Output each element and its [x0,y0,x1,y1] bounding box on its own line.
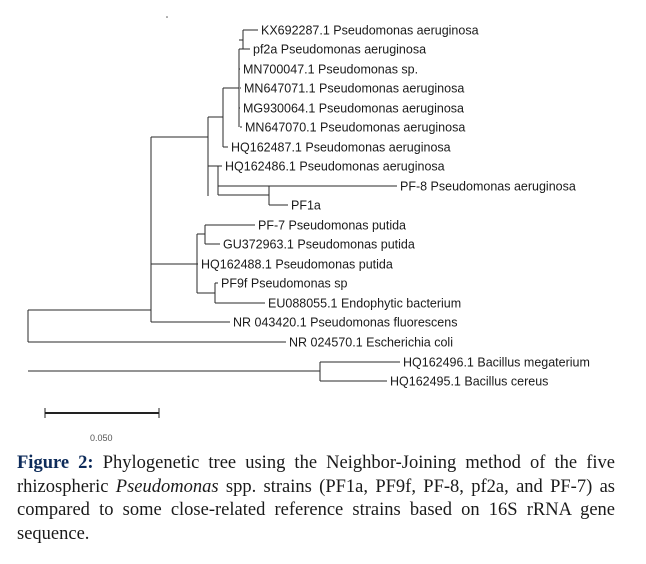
caption-label: Figure 2: [17,453,94,473]
tree-leaf-label: MN647071.1 Pseudomonas aeruginosa [244,82,464,96]
stray-dot [166,16,168,18]
tree-leaf-label: PF-8 Pseudomonas aeruginosa [400,180,576,194]
tree-leaf-label: EU088055.1 Endophytic bacterium [268,297,461,311]
tree-leaf-label: NR 024570.1 Escherichia coli [289,336,453,350]
tree-leaf-label: HQ162486.1 Pseudomonas aeruginosa [225,160,445,174]
tree-leaf-label: PF9f Pseudomonas sp [221,277,348,291]
tree-leaf-label: KX692287.1 Pseudomonas aeruginosa [261,24,479,38]
tree-leaf-label: PF-7 Pseudomonas putida [258,219,406,233]
tree-branches [27,29,400,382]
tree-leaf-label: HQ162487.1 Pseudomonas aeruginosa [231,141,451,155]
tree-leaf-labels: KX692287.1 Pseudomonas aeruginosa pf2a Ps… [201,24,590,389]
tree-leaf-label: HQ162496.1 Bacillus megaterium [403,356,590,370]
scale-bar: 0.050 [44,408,160,443]
scale-bar-label: 0.050 [90,433,113,443]
tree-leaf-label: MG930064.1 Pseudomonas aeruginosa [243,102,464,116]
caption-text-part-2: spp. strains (PF1a, PF9f, PF-8, pf2a, an… [17,476,616,544]
caption-genus-italic: Pseudomonas [115,476,219,497]
tree-leaf-label: MN700047.1 Pseudomonas sp. [243,63,418,77]
tree-leaf-label: pf2a Pseudomonas aeruginosa [253,43,426,57]
tree-leaf-label: MN647070.1 Pseudomonas aeruginosa [245,121,465,135]
tree-leaf-label: PF1a [291,199,321,213]
phylogenetic-tree: KX692287.1 Pseudomonas aeruginosa pf2a Ps… [27,16,590,443]
tree-leaf-label: HQ162488.1 Pseudomonas putida [201,258,393,272]
figure-caption: Figure 2: Phylogenetic tree using the Ne… [17,452,615,546]
tree-leaf-label: NR 043420.1 Pseudomonas fluorescens [233,316,457,330]
caption-text-part-1: Phylogenetic tree using the Neighbor-Joi… [17,453,615,497]
tree-leaf-label: HQ162495.1 Bacillus cereus [390,375,548,389]
tree-leaf-label: GU372963.1 Pseudomonas putida [223,238,415,252]
